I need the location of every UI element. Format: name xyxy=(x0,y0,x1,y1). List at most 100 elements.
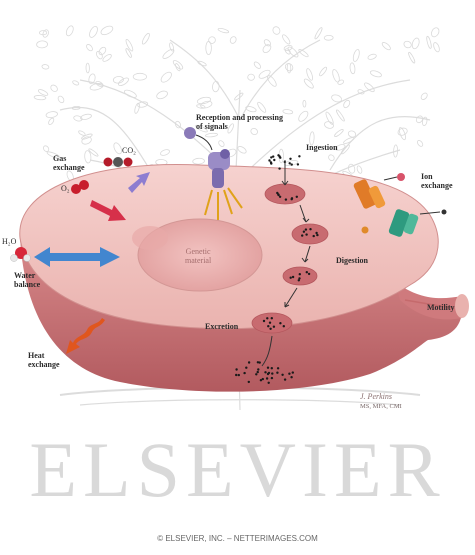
leaf xyxy=(284,48,291,55)
leaf xyxy=(250,128,258,135)
particle xyxy=(278,195,282,198)
particle xyxy=(298,273,301,276)
particle xyxy=(295,195,298,198)
particle xyxy=(247,361,251,364)
leaf xyxy=(258,69,271,79)
leaf xyxy=(95,80,104,88)
leaf xyxy=(218,140,225,147)
leaf xyxy=(253,61,261,69)
particle xyxy=(271,372,274,375)
leaf xyxy=(343,99,351,109)
excretion-vacuole xyxy=(251,312,293,334)
leaf xyxy=(81,136,92,145)
leaf xyxy=(298,49,309,58)
leaf xyxy=(284,63,294,72)
leaf xyxy=(217,27,230,34)
leaf xyxy=(227,123,234,134)
leaf xyxy=(347,163,356,174)
leaf xyxy=(381,42,391,51)
leaf xyxy=(369,70,382,78)
particle xyxy=(309,228,312,231)
co2-label: CO₂ xyxy=(122,146,136,155)
leaf xyxy=(267,75,277,87)
leaf xyxy=(169,42,175,52)
leaf xyxy=(397,127,408,136)
leaf xyxy=(340,144,350,155)
particle xyxy=(270,367,273,370)
leaf xyxy=(403,40,412,49)
particle xyxy=(264,371,267,374)
excretion-label: Excretion xyxy=(205,322,239,331)
leaf xyxy=(100,25,114,36)
vacuole-3 xyxy=(282,266,318,286)
particle xyxy=(256,370,259,374)
particle xyxy=(297,279,300,282)
leaf xyxy=(141,32,150,45)
motility-label: Motility xyxy=(427,303,455,312)
leaf xyxy=(197,60,207,67)
leaf xyxy=(78,130,86,136)
leaf xyxy=(302,99,307,108)
leaf xyxy=(80,113,92,120)
leaf xyxy=(43,145,50,152)
leaf xyxy=(125,48,132,58)
leaf xyxy=(229,36,237,44)
particle xyxy=(235,373,238,377)
leaf xyxy=(50,84,58,92)
particle xyxy=(289,157,292,160)
leaf xyxy=(96,50,103,60)
reception-label: Reception and processing of signals xyxy=(196,113,283,131)
leaf xyxy=(65,25,74,37)
particle xyxy=(290,376,293,379)
leaf xyxy=(431,27,440,38)
leaf xyxy=(262,44,272,53)
o2-label: O₂ xyxy=(61,184,70,193)
particle xyxy=(261,377,264,381)
ingestion-label: Ingestion xyxy=(306,143,338,152)
particle xyxy=(255,373,258,376)
leaf xyxy=(195,124,208,133)
leaf xyxy=(88,73,96,85)
leaf xyxy=(309,131,315,146)
particle xyxy=(269,327,272,330)
co2-molecule-icon xyxy=(103,157,133,167)
leaf xyxy=(356,165,363,174)
leaf xyxy=(162,48,175,59)
leaf xyxy=(118,77,129,87)
leaf xyxy=(433,42,440,53)
leaf xyxy=(257,101,267,113)
signature-credentials: MS, MFA, CMI xyxy=(360,403,402,410)
particle xyxy=(257,368,260,371)
water-molecule-icon xyxy=(10,247,31,262)
water-balance-label: Water balance xyxy=(14,271,41,289)
particle xyxy=(278,167,281,170)
particle xyxy=(268,159,271,162)
leaf xyxy=(160,149,170,156)
particle xyxy=(245,366,248,369)
leaf xyxy=(331,94,343,103)
leaf xyxy=(36,40,48,49)
particle xyxy=(267,381,270,384)
leaf xyxy=(352,49,360,62)
particle xyxy=(235,368,238,371)
particle xyxy=(315,231,318,235)
particle xyxy=(305,233,308,236)
leaf xyxy=(175,120,181,129)
particle xyxy=(265,377,269,380)
particle xyxy=(277,154,280,157)
leaf xyxy=(325,111,334,125)
particle xyxy=(267,371,271,375)
particle xyxy=(301,234,304,237)
particle xyxy=(243,371,246,375)
ingestion-vacuole xyxy=(264,183,306,205)
particle xyxy=(262,319,266,323)
leaf xyxy=(323,34,334,41)
leaf xyxy=(134,102,140,114)
motility-arrow xyxy=(404,299,453,309)
particle xyxy=(266,366,270,369)
particle xyxy=(279,322,282,325)
co2-out-arrow xyxy=(128,172,150,193)
pseudopod-tip xyxy=(455,294,469,318)
leaf xyxy=(314,27,323,40)
leaf xyxy=(298,110,309,122)
